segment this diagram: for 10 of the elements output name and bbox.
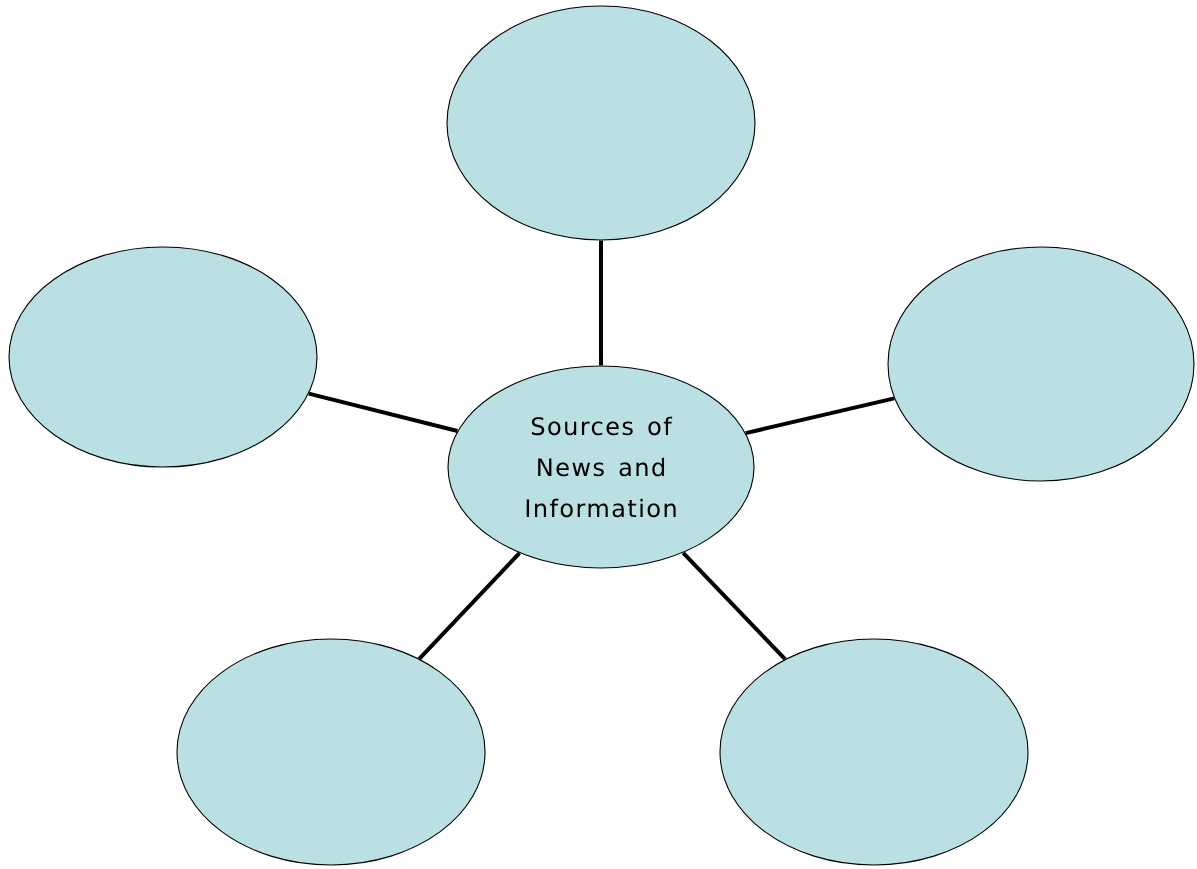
empty-ellipse xyxy=(719,638,1029,866)
connector-line xyxy=(599,240,603,366)
connector-line xyxy=(417,551,521,661)
connector-line xyxy=(308,391,458,433)
connector-line xyxy=(681,551,787,661)
connector-line xyxy=(745,396,895,436)
empty-ellipse xyxy=(8,246,318,468)
empty-ellipse xyxy=(176,638,486,866)
empty-ellipse xyxy=(446,5,756,241)
empty-ellipse xyxy=(887,246,1195,482)
